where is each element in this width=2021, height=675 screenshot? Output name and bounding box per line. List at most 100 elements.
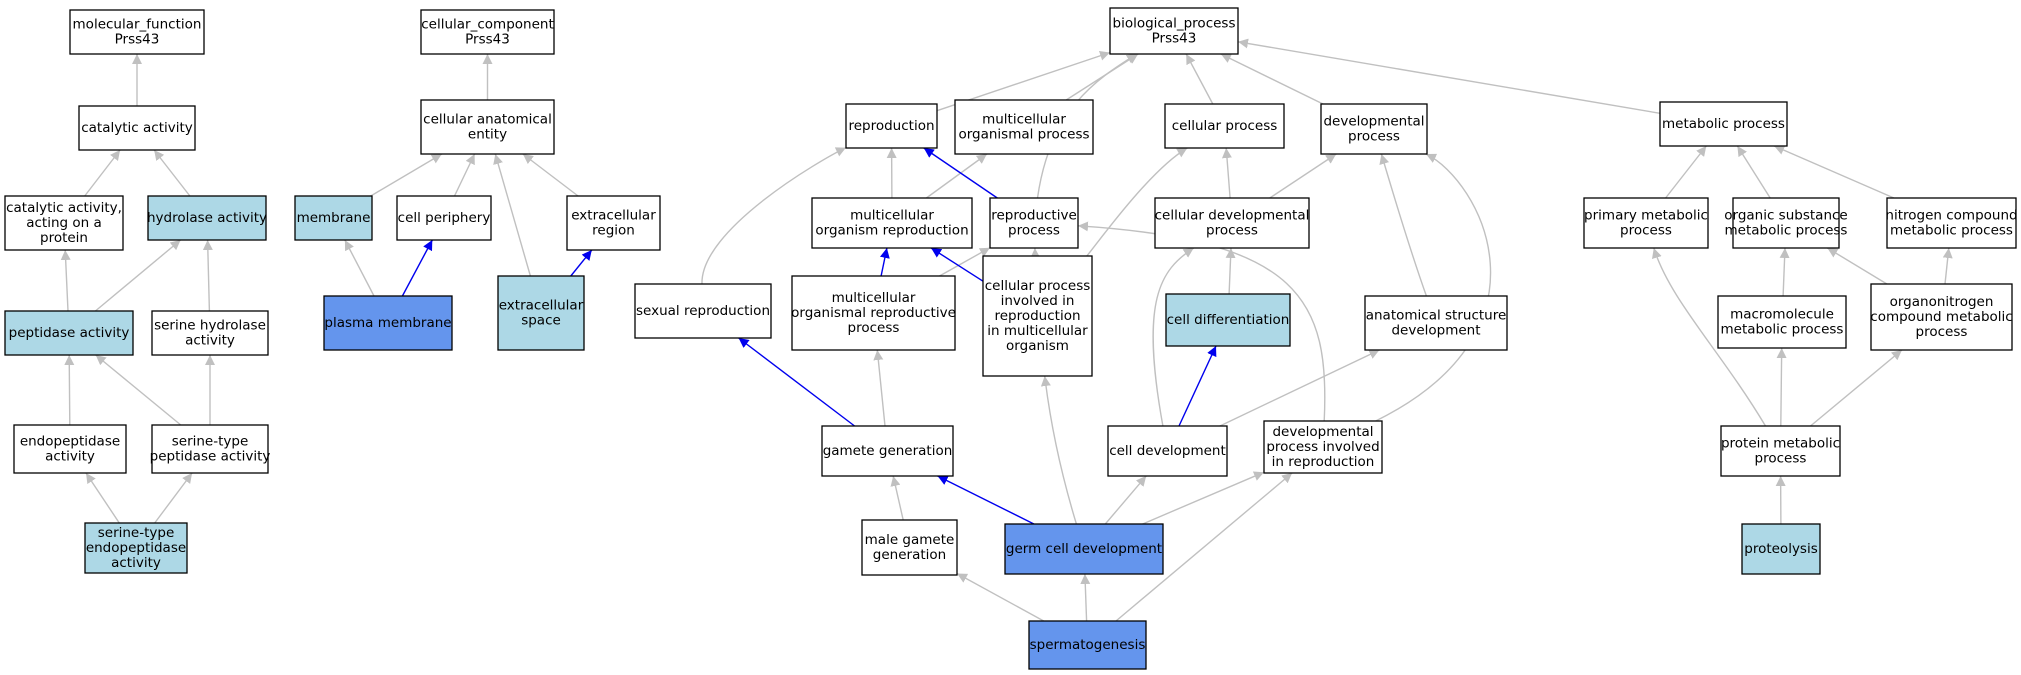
node-box[interactable]	[1583, 197, 1709, 249]
node-box[interactable]	[84, 522, 188, 574]
node-box[interactable]	[147, 195, 267, 241]
node-box[interactable]	[1164, 103, 1285, 149]
node-box[interactable]	[1109, 7, 1239, 55]
node-hyd[interactable]: hydrolase activity	[147, 195, 267, 241]
node-box[interactable]	[954, 99, 1094, 155]
node-box[interactable]	[1320, 103, 1428, 155]
node-box[interactable]	[1028, 620, 1147, 670]
node-label: cell differentiation	[1167, 312, 1290, 328]
node-mem[interactable]: membrane	[294, 195, 373, 241]
node-box[interactable]	[151, 424, 269, 474]
edge-mgg-to-gg	[890, 475, 904, 521]
node-box[interactable]	[497, 275, 585, 351]
node-box[interactable]	[989, 197, 1079, 249]
node-box[interactable]	[151, 310, 269, 356]
node-box[interactable]	[566, 195, 661, 251]
node-box[interactable]	[420, 9, 555, 55]
node-box[interactable]	[1886, 197, 2017, 249]
node-box[interactable]	[845, 103, 938, 149]
node-box[interactable]	[1717, 295, 1847, 349]
node-box[interactable]	[634, 283, 772, 339]
node-sperm[interactable]: spermatogenesis	[1028, 620, 1147, 670]
node-gcd[interactable]: germ cell development	[1004, 523, 1164, 575]
node-box[interactable]	[1364, 295, 1508, 351]
edge-oncm-to-ncm	[1942, 247, 1953, 285]
node-box[interactable]	[1154, 197, 1310, 249]
node-repro[interactable]: reproduction	[845, 103, 938, 149]
node-box[interactable]	[294, 195, 373, 241]
node-box[interactable]	[396, 195, 492, 241]
node-box[interactable]	[1004, 523, 1164, 575]
node-pep[interactable]: peptidase activity	[4, 310, 134, 356]
node-box[interactable]	[420, 99, 555, 155]
edge-cper-to-cae	[453, 153, 476, 197]
node-box[interactable]	[4, 195, 124, 251]
edge-mmp-to-osm	[1779, 247, 1790, 297]
node-box[interactable]	[1107, 425, 1228, 477]
node-box[interactable]	[791, 275, 956, 351]
edge-cdev-to-cdiff	[1178, 345, 1217, 427]
edge-serhyd-to-hyd	[202, 239, 213, 312]
node-box[interactable]	[4, 310, 134, 356]
node-box[interactable]	[982, 255, 1093, 377]
node-box[interactable]	[13, 424, 127, 474]
node-cper[interactable]: cell periphery	[396, 195, 492, 241]
node-box[interactable]	[1870, 283, 2013, 351]
edge-osm-to-met	[1736, 145, 1771, 199]
edge-gcd-to-gg	[937, 475, 1035, 525]
node-cat[interactable]: catalytic activity	[78, 105, 196, 151]
node-label: catalytic activity,	[6, 200, 122, 216]
node-box[interactable]	[1263, 420, 1383, 474]
node-box[interactable]	[1165, 293, 1291, 347]
node-box[interactable]	[821, 425, 954, 477]
node-sexrep[interactable]: sexual reproduction	[634, 283, 772, 339]
node-box[interactable]	[811, 197, 973, 249]
node-cdiff[interactable]: cell differentiation	[1165, 293, 1291, 347]
node-box[interactable]	[1659, 101, 1788, 147]
node-box[interactable]	[78, 105, 196, 151]
node-cp[interactable]: cellular process	[1164, 103, 1285, 149]
edge-oncm-to-osm	[1827, 247, 1888, 285]
node-box[interactable]	[1720, 425, 1841, 477]
node-box[interactable]	[323, 295, 453, 351]
node-label: developmental	[1272, 424, 1373, 440]
node-pm[interactable]: plasma membrane	[323, 295, 453, 351]
node-box[interactable]	[1732, 197, 1840, 249]
node-box[interactable]	[861, 519, 958, 576]
node-cdev[interactable]: cell development	[1107, 425, 1228, 477]
node-prot[interactable]: proteolysis	[1741, 523, 1821, 575]
node-gg[interactable]: gamete generation	[821, 425, 954, 477]
node-met[interactable]: metabolic process	[1659, 101, 1788, 147]
node-label: organonitrogen	[1890, 294, 1994, 310]
node-box[interactable]	[1741, 523, 1821, 575]
node-label: cell development	[1109, 443, 1226, 459]
node-box[interactable]	[69, 9, 205, 55]
